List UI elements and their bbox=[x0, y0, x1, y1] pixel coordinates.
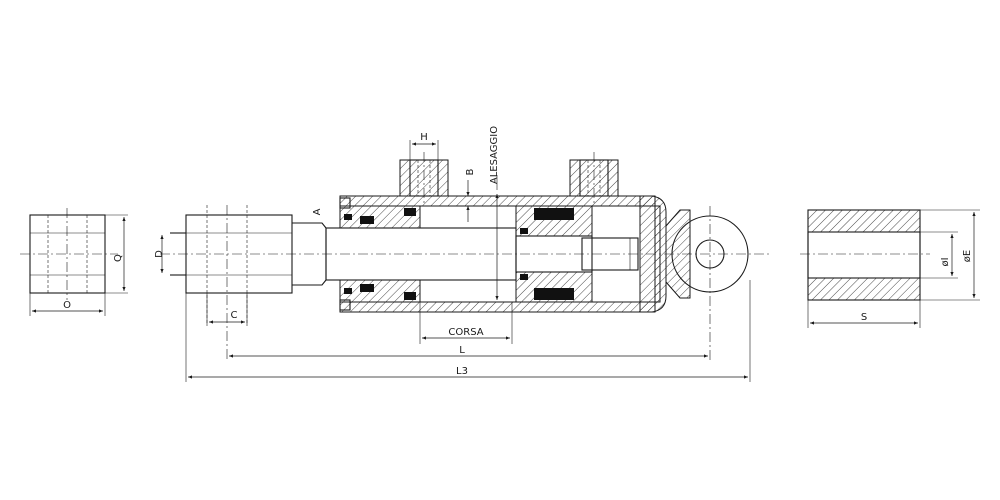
port-rod-side bbox=[399, 152, 449, 206]
gland-seal bbox=[344, 214, 352, 220]
piston-seal bbox=[520, 228, 528, 234]
dim-label-h: H bbox=[420, 132, 428, 143]
dim-label-q: Q bbox=[113, 254, 124, 262]
end-cap-web bbox=[639, 205, 661, 303]
barrel-bottom-wall bbox=[339, 301, 656, 313]
piston-nut bbox=[581, 237, 639, 271]
barrel-top-wall bbox=[339, 195, 656, 207]
clevis-end-view: Q O bbox=[20, 208, 128, 316]
dim-label-dia-e: øE bbox=[962, 250, 973, 262]
dim-label-o: O bbox=[63, 300, 71, 311]
dim-label-s: S bbox=[861, 312, 867, 323]
dim-label-corsa: CORSA bbox=[448, 327, 483, 338]
gland-seal bbox=[404, 208, 416, 216]
dim-label-d: D bbox=[154, 250, 165, 258]
gland-seal bbox=[404, 292, 416, 300]
dim-label-dia-i: øI bbox=[940, 257, 951, 266]
rear-eye-mount bbox=[665, 206, 749, 362]
port-cap-side bbox=[569, 152, 619, 206]
piston-seal bbox=[534, 288, 574, 300]
dim-label-l: L bbox=[459, 345, 465, 356]
dim-label-c: C bbox=[231, 310, 238, 321]
dim-label-b: B bbox=[465, 168, 476, 175]
gland-seal bbox=[360, 284, 374, 292]
piston-seal bbox=[520, 274, 528, 280]
dim-label-a: A bbox=[312, 208, 323, 215]
cylinder-section: D C bbox=[154, 126, 770, 382]
gland-seal bbox=[360, 216, 374, 224]
piston-seal bbox=[534, 208, 574, 220]
dim-label-l3: L3 bbox=[456, 366, 468, 377]
dim-label-alesaggio: ALESAGGIO bbox=[489, 126, 500, 184]
gland-seal bbox=[344, 288, 352, 294]
eye-section-view: S øI øE bbox=[800, 209, 980, 328]
